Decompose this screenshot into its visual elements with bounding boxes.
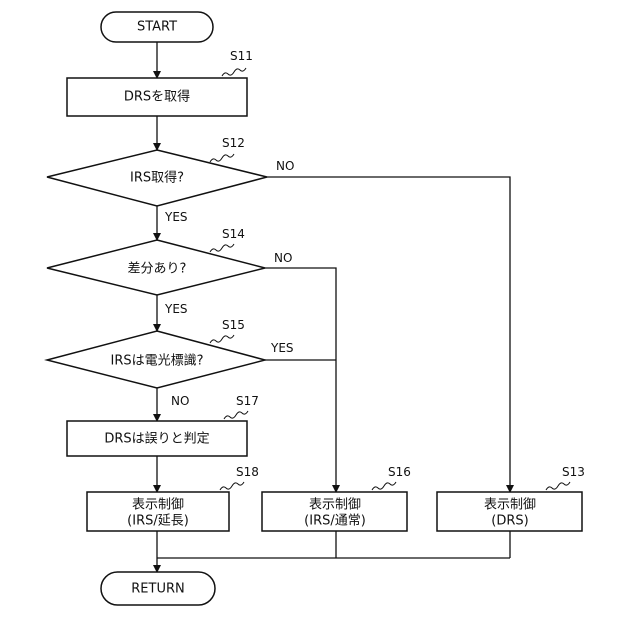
step-label-s11: S11 [230,49,253,63]
process-get-drs-label: DRSを取得 [124,89,190,105]
start-terminal: START [101,12,213,42]
step-label-s12: S12 [222,136,245,150]
edge-s12-no-to-s13 [267,177,510,492]
step-leader-s17 [224,411,248,419]
step-label-s17: S17 [236,394,259,408]
branch-label-s12-no: NO [276,159,294,173]
process-display-irs-normal-line1: 表示制御 [309,498,361,513]
process-display-drs: 表示制御 (DRS) S13 [437,465,585,531]
process-display-drs-line1: 表示制御 [484,498,536,513]
branch-label-s15-no: NO [171,394,189,408]
step-label-s13: S13 [562,465,585,479]
process-get-drs: DRSを取得 S11 [67,49,253,116]
step-leader-s13 [546,482,570,490]
decision-irs-acquired-label: IRS取得? [130,170,184,186]
branch-label-s12-yes: YES [164,210,188,224]
branch-label-s15-yes: YES [270,341,294,355]
step-label-s15: S15 [222,318,245,332]
process-display-irs-extend-line1: 表示制御 [132,498,184,513]
process-drs-error: DRSは誤りと判定 S17 [67,394,259,456]
process-display-irs-extend: 表示制御 (IRS/延長) S18 [87,465,259,531]
decision-irs-electric-sign-label: IRSは電光標識? [110,354,203,369]
return-label: RETURN [131,582,184,597]
decision-difference-label: 差分あり? [128,262,187,277]
decision-irs-acquired: IRS取得? S12 NO YES [47,136,294,224]
branch-label-s14-no: NO [274,251,292,265]
return-terminal: RETURN [101,572,215,605]
process-display-irs-extend-line2: (IRS/延長) [127,514,189,529]
start-label: START [137,20,177,35]
process-display-irs-normal-line2: (IRS/通常) [304,514,366,529]
step-label-s14: S14 [222,227,245,241]
step-leader-s18 [220,482,244,490]
decision-difference: 差分あり? S14 NO YES [47,227,292,316]
step-label-s16: S16 [388,465,411,479]
process-display-drs-line2: (DRS) [491,514,528,529]
step-leader-s16 [372,482,396,490]
process-drs-error-label: DRSは誤りと判定 [104,431,209,447]
branch-label-s14-yes: YES [164,302,188,316]
step-leader-s14 [210,244,234,252]
step-label-s18: S18 [236,465,259,479]
step-leader-s12 [210,154,234,162]
step-leader-s11 [222,68,246,76]
step-leader-s15 [210,335,234,343]
edge-s14-no-to-s16 [265,268,336,492]
